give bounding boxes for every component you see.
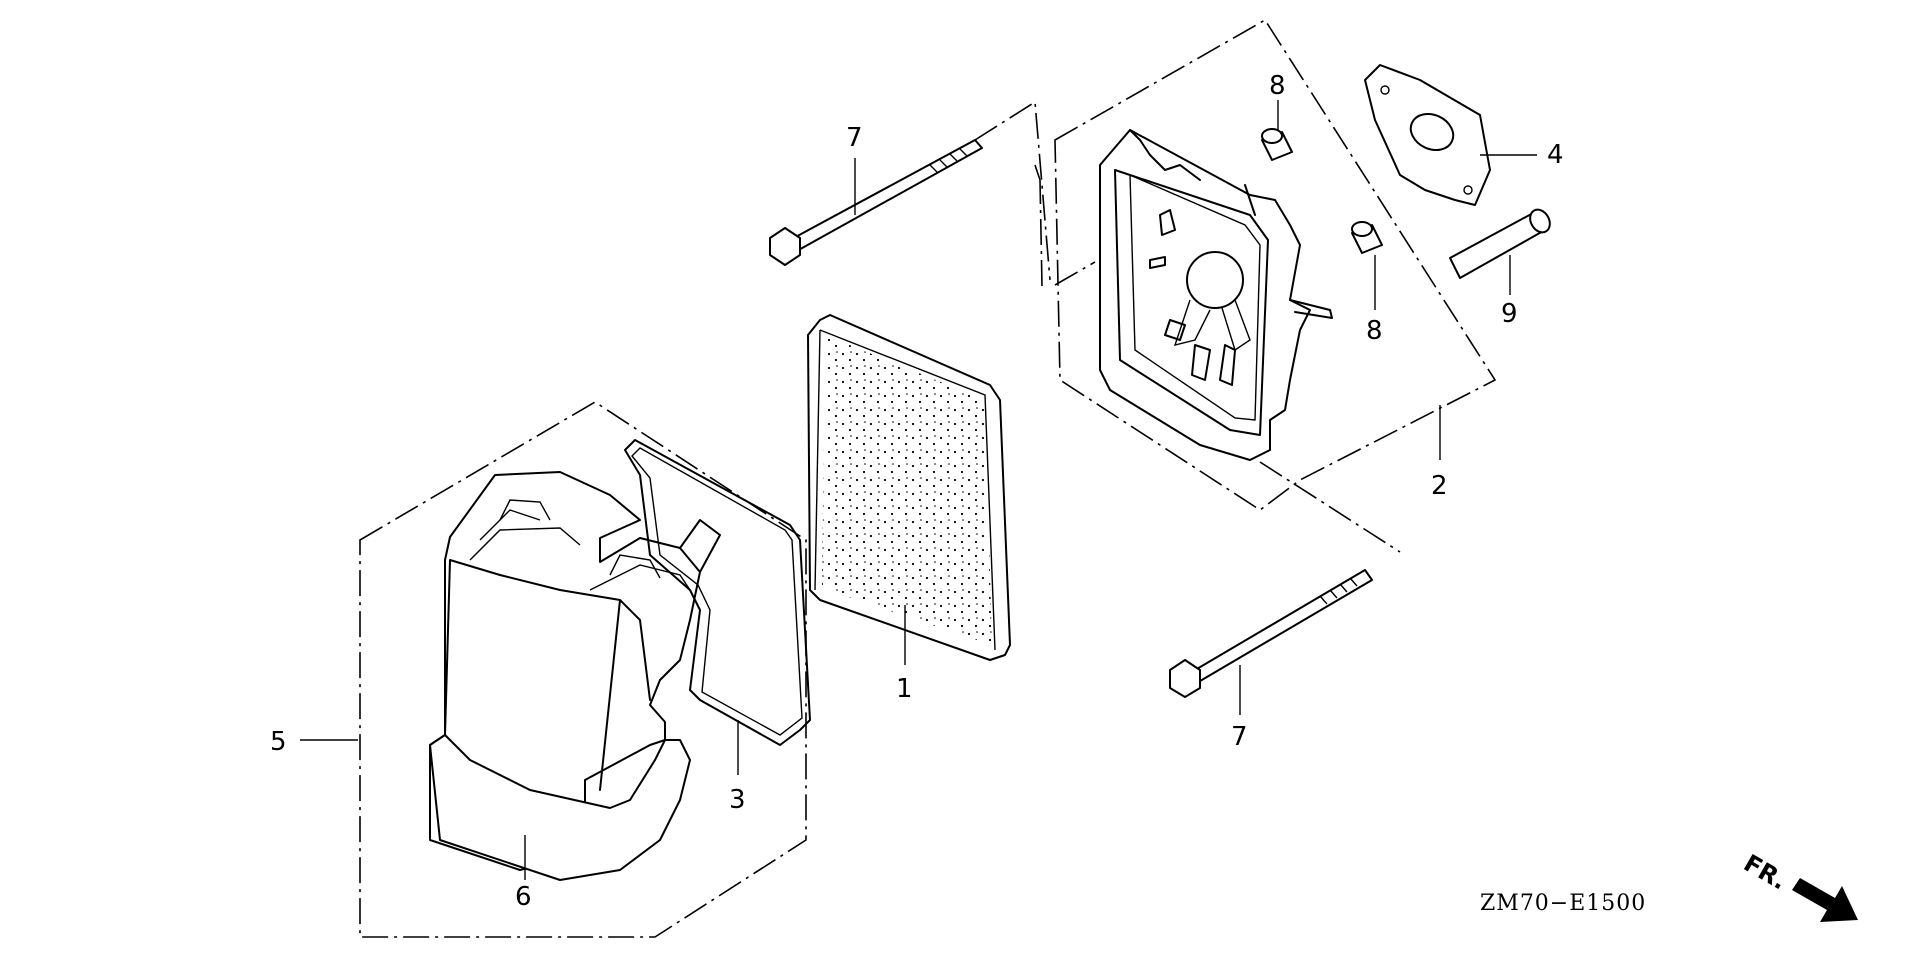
breather-tube bbox=[1449, 208, 1551, 279]
leader-lines bbox=[300, 100, 1537, 880]
group-bracket-5 bbox=[359, 401, 807, 938]
gasket bbox=[624, 439, 811, 746]
bolt-upper bbox=[769, 139, 983, 266]
callout-3: 3 bbox=[729, 785, 746, 815]
filter-element bbox=[807, 314, 1011, 661]
air-cleaner-case bbox=[1099, 129, 1333, 461]
front-arrow-icon bbox=[1792, 878, 1858, 922]
bolt-axis-lower bbox=[1259, 461, 1401, 553]
front-direction-indicator: FR. bbox=[1739, 849, 1858, 922]
callout-4: 4 bbox=[1547, 140, 1564, 170]
callout-5: 5 bbox=[270, 727, 287, 757]
drawing-code: ZM70−E1500 bbox=[1480, 891, 1646, 916]
bolt-lower bbox=[1169, 569, 1373, 698]
callout-1: 1 bbox=[896, 674, 913, 704]
base-gasket bbox=[1364, 64, 1491, 206]
callout-8-lower: 8 bbox=[1366, 316, 1383, 346]
collar-lower bbox=[1351, 221, 1383, 254]
bolt-axis-upper bbox=[974, 100, 1051, 281]
callout-8-upper: 8 bbox=[1269, 71, 1286, 101]
callout-7-lower: 7 bbox=[1231, 722, 1248, 752]
collar-upper bbox=[1261, 128, 1293, 161]
front-label: FR. bbox=[1739, 849, 1791, 895]
callout-6: 6 bbox=[515, 882, 532, 912]
callout-2: 2 bbox=[1431, 471, 1448, 501]
callout-9: 9 bbox=[1501, 299, 1518, 329]
gasket-inner bbox=[631, 447, 803, 736]
air-cleaner-cover bbox=[429, 471, 721, 881]
callout-7-upper: 7 bbox=[846, 123, 863, 153]
bracket-link-upper bbox=[1034, 164, 1096, 287]
